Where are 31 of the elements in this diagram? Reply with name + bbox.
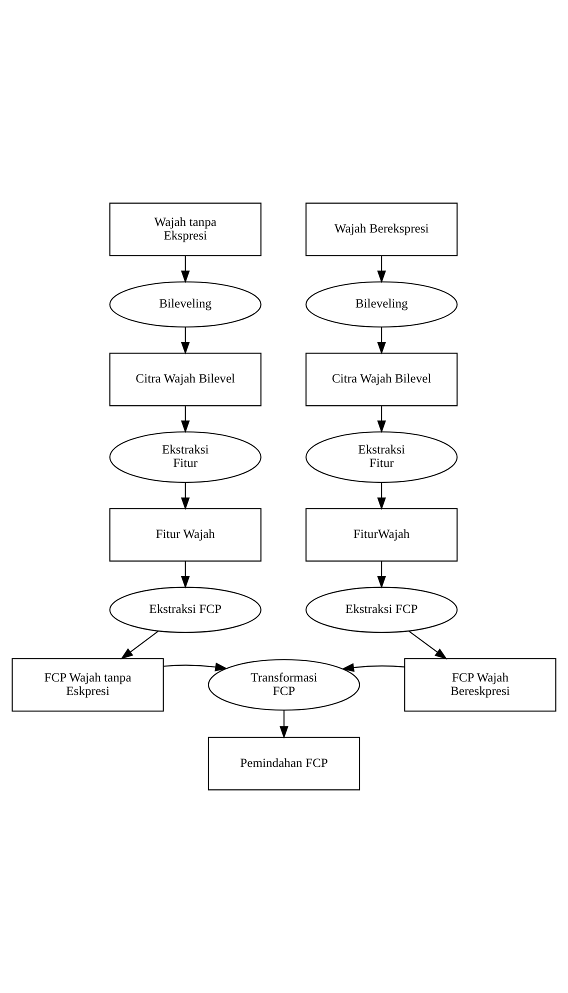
- node-box: Citra Wajah Bilevel: [109, 352, 262, 406]
- arrow: [280, 710, 288, 739]
- arrow: [377, 482, 386, 510]
- arrow: [180, 482, 190, 510]
- node-ellipse: Ekstraksi FCP: [109, 586, 262, 633]
- arrow: [164, 662, 228, 672]
- node-ellipse: Ekstraksi FCP: [306, 586, 458, 633]
- arrow: [377, 561, 386, 589]
- node-ellipse: Ekstraksi Fitur: [109, 431, 262, 483]
- node-ellipse: Transformasi FCP: [208, 659, 360, 711]
- arrow: [377, 327, 386, 355]
- node-ellipse: Bileveling: [109, 281, 262, 328]
- arrow: [180, 406, 190, 434]
- arrow: [180, 561, 190, 589]
- node-ellipse: Bileveling: [306, 281, 458, 328]
- arrow: [377, 406, 386, 434]
- arrow: [180, 327, 190, 355]
- arrow: [341, 663, 405, 672]
- node-box: Citra Wajah Bilevel: [306, 352, 458, 406]
- node-box: FiturWajah: [306, 508, 458, 562]
- arrow: [377, 256, 386, 284]
- arrow: [408, 630, 448, 660]
- node-box: FCP Wajah tanpa Eskpresi: [12, 658, 164, 712]
- node-ellipse: Ekstraksi Fitur: [306, 431, 458, 483]
- arrow: [180, 256, 190, 284]
- arrow: [120, 630, 158, 660]
- node-box: Fitur Wajah: [109, 508, 262, 562]
- node-box: FCP Wajah Bereskpresi: [404, 658, 556, 712]
- node-box: Wajah Berekspresi: [306, 202, 458, 256]
- node-box: Wajah tanpa Ekspresi: [109, 202, 262, 256]
- node-box: Pemindahan FCP: [208, 736, 360, 790]
